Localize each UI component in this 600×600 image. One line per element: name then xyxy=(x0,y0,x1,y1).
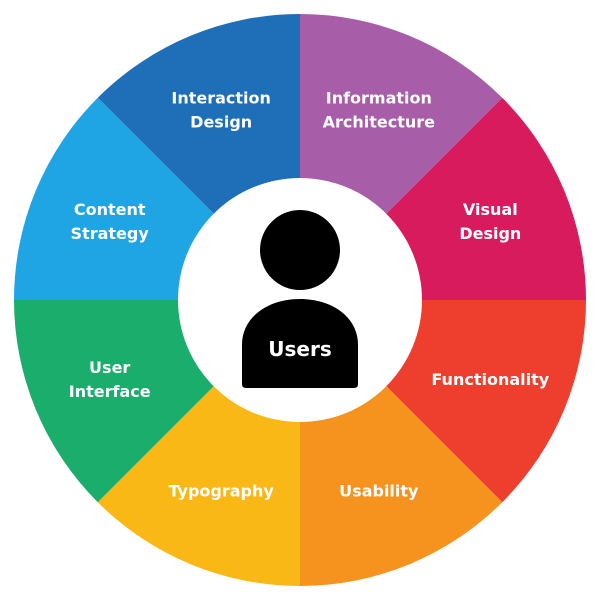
segment-label-line: Usability xyxy=(339,481,419,500)
segment-label-line: Strategy xyxy=(71,224,150,243)
segment-label-line: Content xyxy=(74,200,146,219)
segment-label-line: Interaction xyxy=(171,89,271,108)
segment-label-line: Functionality xyxy=(431,370,549,389)
segment-label-line: Design xyxy=(190,113,252,132)
segment-label-usability: Usability xyxy=(339,481,419,500)
segment-label-functionality: Functionality xyxy=(431,370,549,389)
user-icon xyxy=(242,210,358,388)
segment-label-line: Typography xyxy=(169,481,275,500)
center-label: Users xyxy=(268,337,331,361)
segment-label-line: Design xyxy=(459,224,521,243)
segment-label-line: Information xyxy=(326,89,432,108)
segment-label-line: Interface xyxy=(69,382,151,401)
segment-label-line: User xyxy=(89,358,130,377)
segment-label-line: Architecture xyxy=(323,113,436,132)
segment-label-line: Visual xyxy=(463,200,518,219)
segment-label-typography: Typography xyxy=(169,481,275,500)
